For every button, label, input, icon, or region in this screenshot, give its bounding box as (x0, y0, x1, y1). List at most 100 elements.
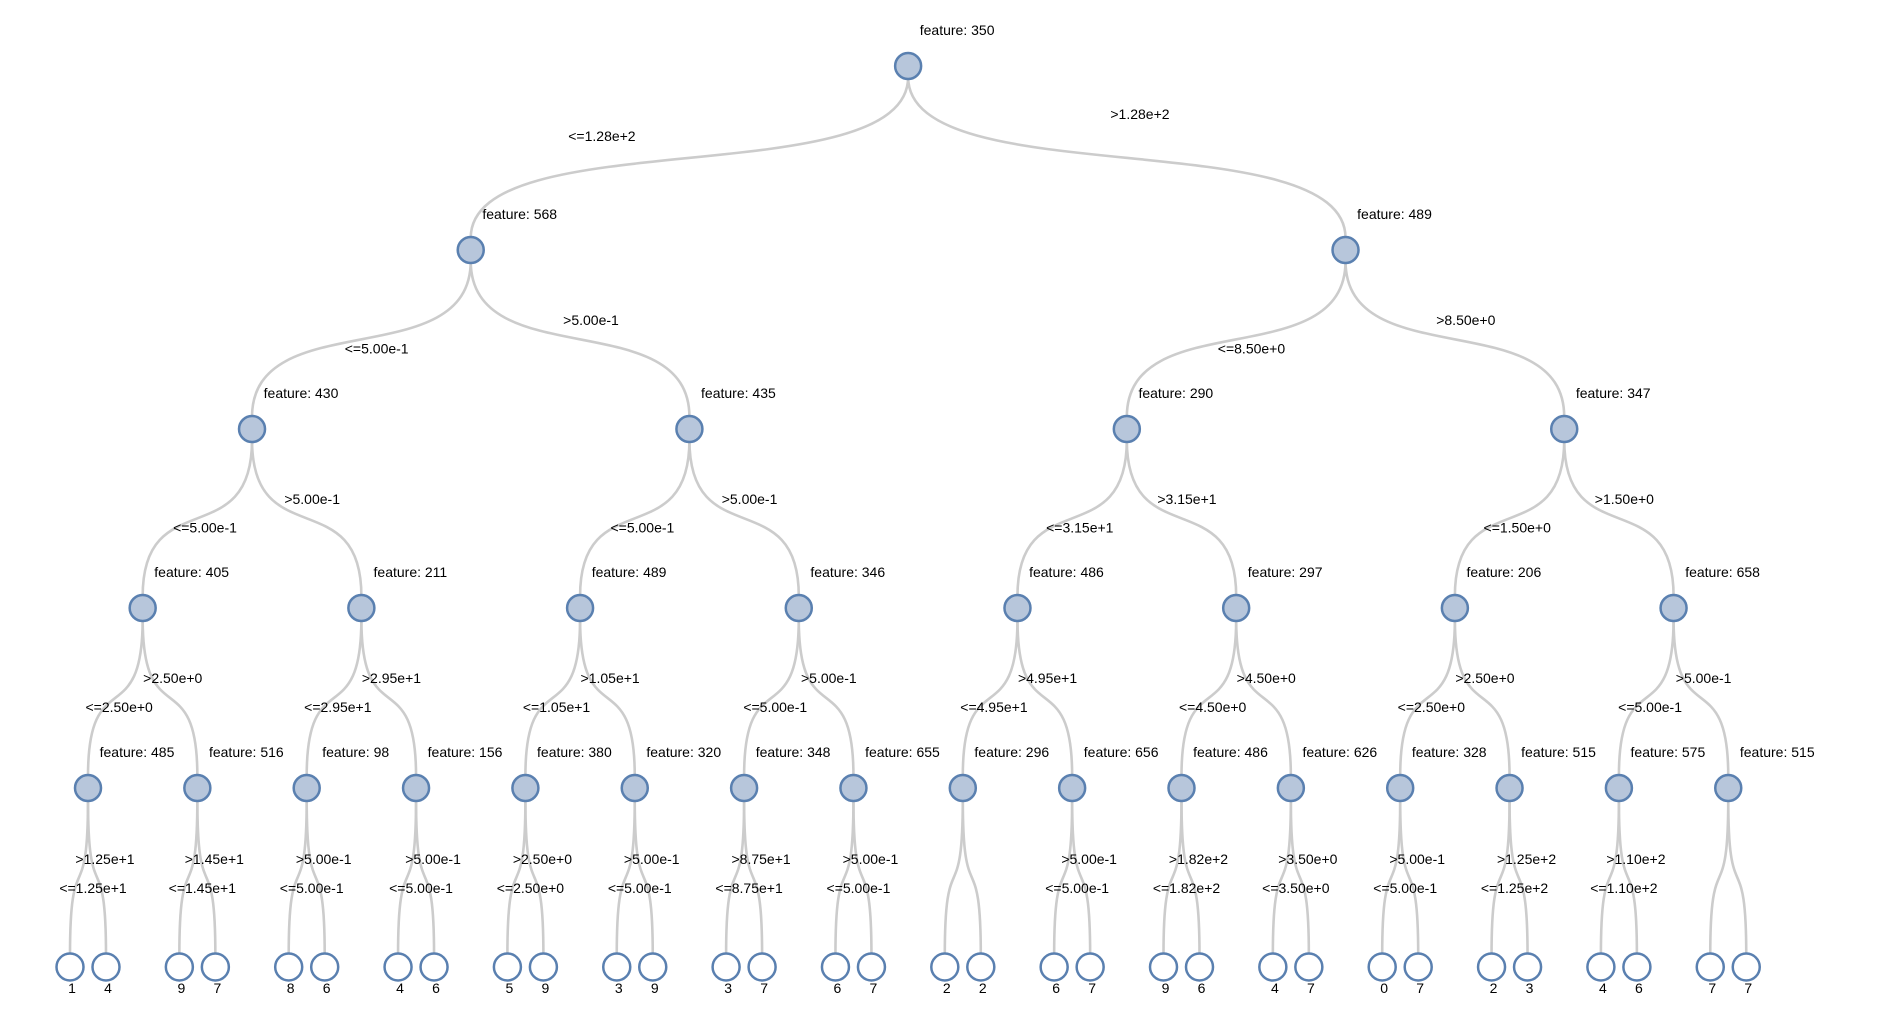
tree-edge (1562, 438, 1675, 598)
edge-label-left: <=5.00e-1 (1045, 880, 1109, 896)
leaf-value: 7 (1744, 980, 1752, 996)
tree-node (1604, 773, 1634, 803)
edge-label-right: >1.10e+2 (1606, 851, 1665, 867)
leaf-node (1731, 952, 1761, 982)
edge-label-right: >2.95e+1 (362, 670, 421, 686)
tree-node (1221, 593, 1251, 623)
node-feature-label: feature: 380 (537, 744, 612, 760)
edge-label-left: <=2.50e+0 (85, 699, 153, 715)
leaf-node (602, 952, 632, 982)
leaf-node (930, 952, 960, 982)
tree-node (73, 773, 103, 803)
edge-label-right: >5.00e-1 (563, 312, 619, 328)
leaf-value: 3 (615, 980, 623, 996)
tree-edge (506, 797, 527, 957)
tree-edge (1125, 438, 1238, 598)
tree-node (1057, 773, 1087, 803)
leaf-node (1512, 952, 1543, 982)
tree-edge (1380, 797, 1402, 957)
tree-node (893, 51, 923, 81)
leaf-value: 7 (1708, 980, 1716, 996)
edge-label-right: >1.82e+2 (1169, 851, 1228, 867)
edge-label-left: <=1.45e+1 (169, 880, 237, 896)
edge-label-left: <=1.05e+1 (523, 699, 591, 715)
leaf-node (1075, 952, 1105, 982)
edge-label-right: >1.25e+2 (1497, 851, 1556, 867)
edge-label-left: <=5.00e-1 (1373, 880, 1437, 896)
tree-edge (578, 617, 637, 778)
edge-label-right: >3.15e+1 (1157, 491, 1216, 507)
leaf-value: 0 (1380, 980, 1388, 996)
node-feature-label: feature: 658 (1685, 564, 1760, 580)
tree-node (292, 773, 321, 803)
node-feature-label: feature: 347 (1576, 385, 1651, 401)
edge-label-left: <=5.00e-1 (610, 519, 674, 535)
edge-label-left: <=5.00e-1 (608, 880, 672, 896)
node-feature-label: feature: 350 (920, 22, 995, 38)
edge-label-right: >1.05e+1 (581, 670, 640, 686)
leaf-node (1294, 952, 1324, 982)
leaf-value: 7 (760, 980, 768, 996)
tree-edge (469, 75, 910, 240)
node-feature-label: feature: 435 (701, 385, 776, 401)
tree-node (347, 593, 376, 623)
node-feature-label: feature: 656 (1084, 744, 1159, 760)
leaf-value: 2 (1490, 980, 1498, 996)
node-feature-label: feature: 485 (100, 744, 175, 760)
tree-edge (1289, 797, 1311, 957)
leaf-value: 6 (834, 980, 842, 996)
leaf-value: 6 (1198, 980, 1206, 996)
node-feature-label: feature: 655 (865, 744, 940, 760)
leaf-value: 7 (213, 980, 221, 996)
leaf-value: 6 (1052, 980, 1060, 996)
tree-edge (469, 259, 691, 419)
edge-label-right: >5.00e-1 (1061, 851, 1117, 867)
tree-edge (86, 797, 108, 957)
node-feature-label: feature: 297 (1248, 564, 1323, 580)
node-feature-label: feature: 486 (1029, 564, 1104, 580)
edge-label-left: <=5.00e-1 (345, 340, 409, 356)
edge-label-right: >1.50e+0 (1595, 491, 1654, 507)
tree-node (620, 773, 649, 803)
edge-label-right: >5.00e-1 (843, 851, 899, 867)
tree-edge (724, 797, 746, 957)
edge-label-right: >5.00e-1 (801, 670, 857, 686)
edge-label-right: >2.50e+0 (143, 670, 202, 686)
edge-label-left: <=5.00e-1 (1618, 699, 1682, 715)
leaf-node (1148, 952, 1179, 982)
edge-label-right: >3.50e+0 (1278, 851, 1337, 867)
tree-edge (852, 797, 873, 957)
edge-label-right: >8.75e+1 (732, 851, 791, 867)
leaf-node (1695, 952, 1725, 982)
edge-label-left: <=4.95e+1 (960, 699, 1028, 715)
tree-edge (1180, 617, 1238, 778)
tree-edge (396, 797, 418, 957)
node-feature-label: feature: 486 (1193, 744, 1268, 760)
tree-edge (86, 617, 144, 778)
leaf-value: 7 (1416, 980, 1424, 996)
tree-edge (196, 797, 217, 957)
leaf-node (1367, 952, 1397, 982)
node-feature-label: feature: 430 (264, 385, 339, 401)
edge-label-right: >8.50e+0 (1436, 312, 1495, 328)
tree-edge (943, 797, 965, 957)
edge-label-left: <=8.75e+1 (715, 880, 783, 896)
leaf-node (747, 952, 777, 982)
tree-node (1714, 773, 1743, 803)
leaf-node (383, 952, 413, 982)
leaf-value: 9 (177, 980, 185, 996)
leaf-value: 7 (1307, 980, 1315, 996)
tree-edge (688, 438, 801, 598)
edge-label-left: <=5.00e-1 (389, 880, 453, 896)
edge-label-right: >5.00e-1 (284, 491, 340, 507)
leaf-node (966, 952, 996, 982)
edge-label-right: >5.00e-1 (1389, 851, 1445, 867)
tree-node (1276, 773, 1306, 803)
leaf-node (164, 952, 195, 982)
tree-edge (68, 797, 90, 957)
node-feature-label: feature: 575 (1631, 744, 1706, 760)
edge-label-right: >1.25e+1 (75, 851, 134, 867)
leaf-node (55, 952, 85, 982)
edge-label-left: <=1.50e+0 (1484, 519, 1552, 535)
leaf-node (309, 952, 340, 982)
